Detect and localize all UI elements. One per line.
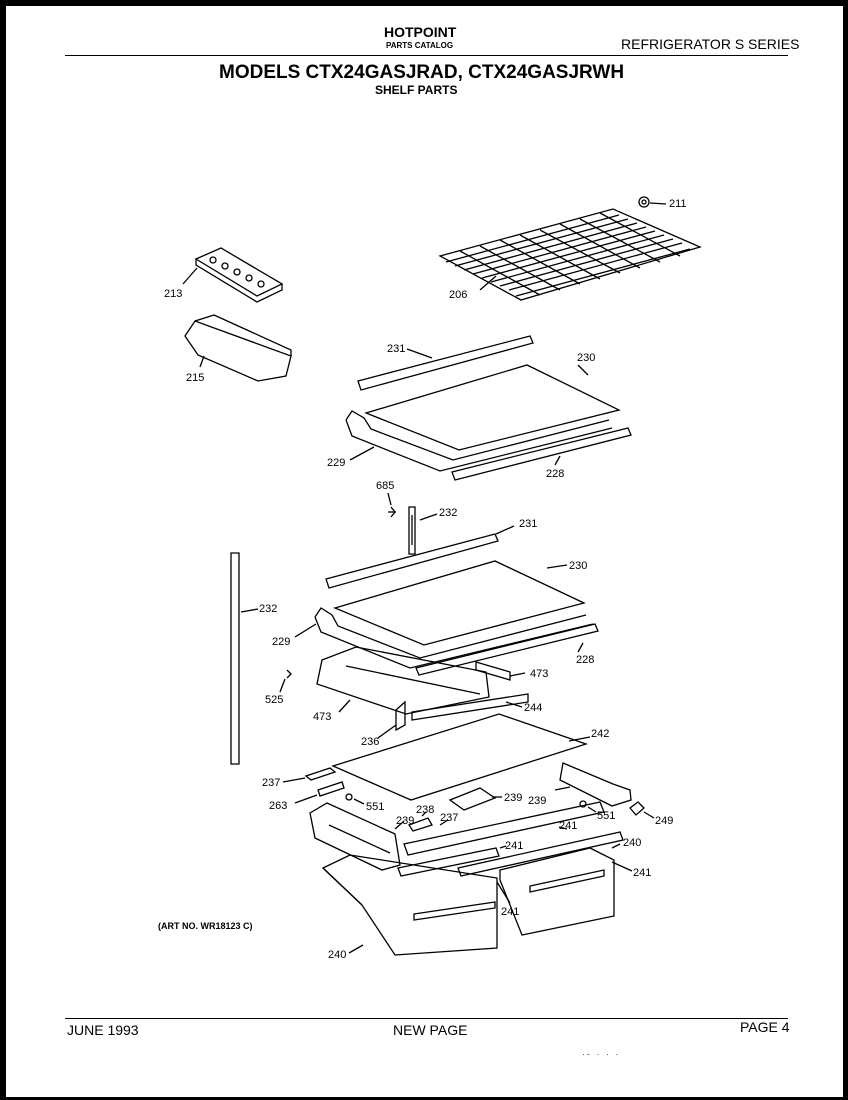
part-525-screw [279, 669, 292, 693]
part-241-drawer-handle-strips [397, 826, 633, 877]
callout-labels: 211 206 213 215 231 230 229 228 685 232 … [164, 198, 687, 961]
callout-240-left: 240 [328, 949, 346, 961]
part-685-screw [387, 492, 396, 518]
part-211-clip [638, 196, 667, 208]
part-230-upper-glass [364, 364, 621, 451]
page-border-bottom [0, 1097, 848, 1100]
callout-241-upper-right: 241 [559, 820, 577, 832]
part-240-left-crisper-drawer [321, 854, 511, 956]
callout-241-center: 241 [505, 840, 523, 852]
callout-242: 242 [591, 728, 609, 740]
callout-230-lower: 230 [569, 560, 587, 572]
part-239-right-slide [554, 762, 632, 807]
callout-249: 249 [655, 815, 673, 827]
callout-231-lower: 231 [519, 518, 537, 530]
footer-note: NEW PAGE [393, 1022, 468, 1038]
scan-artifact: ·- · · · [582, 1049, 621, 1059]
part-215-door-bin [184, 314, 292, 382]
callout-228-upper: 228 [546, 468, 564, 480]
callout-239-right: 239 [528, 795, 546, 807]
part-232-long-rail [230, 552, 259, 765]
part-213-egg-tray [182, 247, 284, 303]
part-239-center-bracket [448, 787, 502, 811]
page-border-right [843, 0, 848, 1100]
callout-473-left: 473 [313, 711, 331, 723]
callout-232-short: 232 [439, 507, 457, 519]
callout-238: 238 [416, 804, 434, 816]
page-border-left [0, 0, 6, 1100]
callout-551-right: 551 [597, 810, 615, 822]
callout-473-right: 473 [530, 668, 548, 680]
brand-name: HOTPOINT [384, 24, 457, 40]
page-title: MODELS CTX24GASJRAD, CTX24GASJRWH [219, 62, 625, 83]
part-263-support [294, 781, 345, 804]
callout-229-upper: 229 [327, 457, 345, 469]
part-239-left-slide-bracket [309, 802, 405, 871]
callout-525: 525 [265, 694, 283, 706]
part-230-lower-glass [333, 560, 586, 646]
part-229-upper-frame [345, 410, 613, 472]
part-551-left-screw [345, 793, 365, 805]
callout-263: 263 [269, 800, 287, 812]
callout-232-long: 232 [259, 603, 277, 615]
footer-date: JUNE 1993 [67, 1022, 139, 1038]
callout-240-right: 240 [623, 837, 641, 849]
callout-211: 211 [669, 198, 687, 210]
part-206-wire-shelf [438, 208, 702, 301]
part-551-right-screw [579, 800, 597, 813]
art-number: (ART NO. WR18123 C) [158, 921, 253, 931]
footer-rule [65, 1018, 788, 1019]
callout-206: 206 [449, 289, 467, 301]
part-244-divider-rail [411, 693, 529, 721]
part-229-lower-frame [294, 607, 594, 669]
callout-230-upper: 230 [577, 352, 595, 364]
part-228-upper-rail [451, 427, 632, 481]
part-237-center-rail [403, 801, 605, 856]
callout-241-lower: 241 [501, 906, 519, 918]
callout-685: 685 [376, 480, 394, 492]
callout-231-upper: 231 [387, 343, 405, 355]
header-rule [65, 55, 788, 56]
footer-page-number: PAGE 4 [740, 1019, 790, 1035]
callout-239-center: 239 [504, 792, 522, 804]
part-236-drawer-frame-bracket [377, 700, 406, 739]
part-242-crisper-cover-glass [331, 713, 591, 801]
part-240-right-crisper-drawer [499, 843, 621, 936]
part-231-lower-front-trim [325, 525, 515, 589]
callout-236: 236 [361, 736, 379, 748]
part-249-clip [629, 801, 655, 819]
series-label: REFRIGERATOR S SERIES [621, 36, 800, 52]
part-237-left-slide [282, 767, 337, 783]
callout-237-left: 237 [262, 777, 280, 789]
callout-215: 215 [186, 372, 204, 384]
callout-241-right: 241 [633, 867, 651, 879]
page-border-top [0, 0, 848, 6]
part-228-lower-rail [415, 623, 599, 676]
page-subtitle: SHELF PARTS [375, 83, 458, 97]
callout-213: 213 [164, 288, 182, 300]
callout-237-center: 237 [440, 812, 458, 824]
callout-244: 244 [524, 702, 542, 714]
part-473-drawer-cover-frame [316, 646, 526, 715]
callout-229-lower: 229 [272, 636, 290, 648]
part-232-short-bracket [408, 506, 438, 555]
part-231-upper-front-trim [357, 335, 534, 391]
part-238-cap [408, 811, 433, 832]
callout-551-left: 551 [366, 801, 384, 813]
callout-239-left: 239 [396, 815, 414, 827]
callout-228-lower: 228 [576, 654, 594, 666]
catalog-label: PARTS CATALOG [386, 41, 454, 50]
